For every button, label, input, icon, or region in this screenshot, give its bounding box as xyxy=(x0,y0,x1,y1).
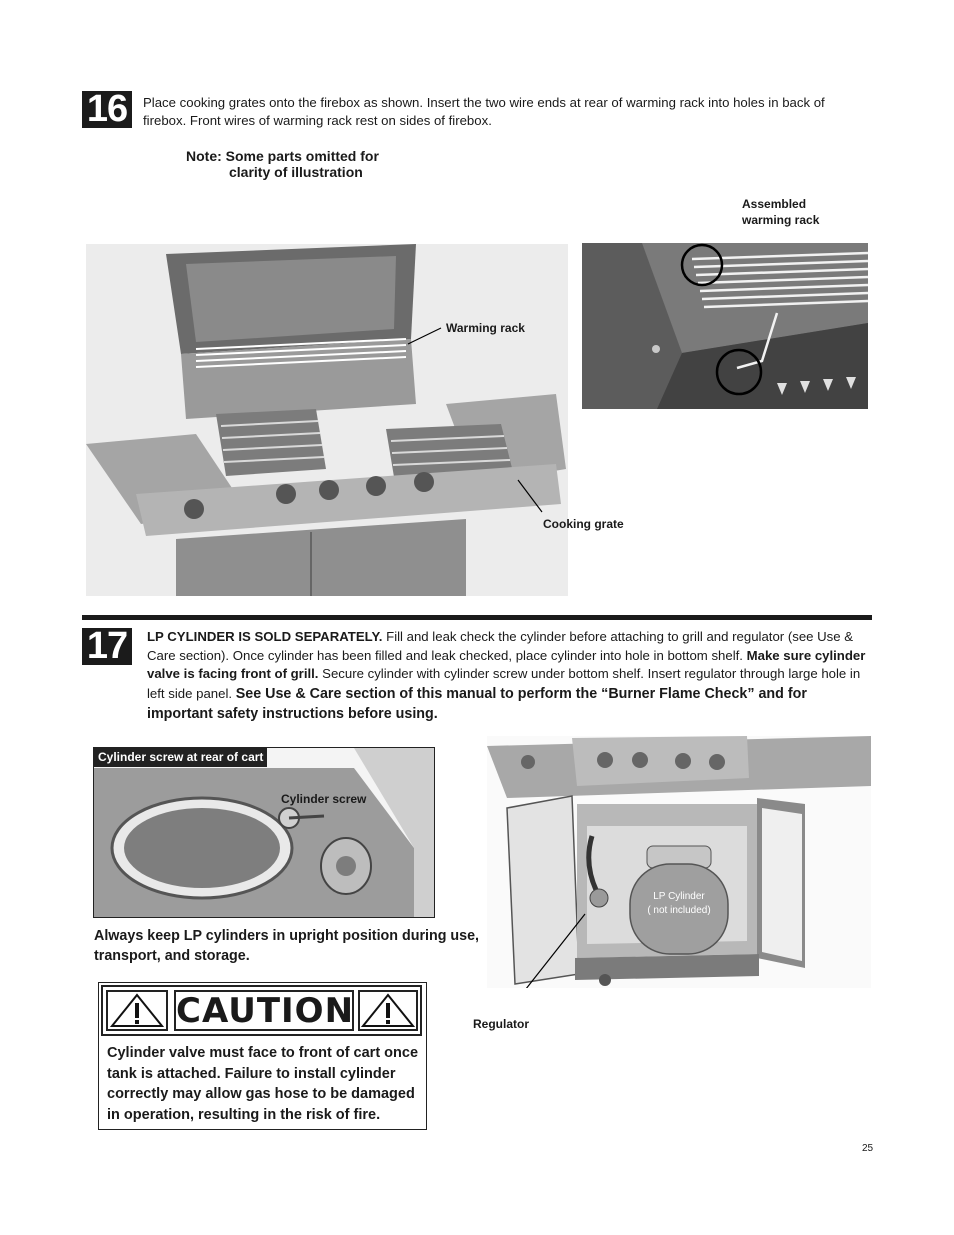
step-16-number: 16 xyxy=(82,90,132,128)
note-line-2: clarity of illustration xyxy=(229,164,363,180)
note-line-1: Note: Some parts omitted for xyxy=(186,148,379,164)
caution-icon-right xyxy=(358,990,418,1031)
assembled-label-line-2: warming rack xyxy=(742,213,820,227)
caution-icon-left xyxy=(106,990,168,1031)
step-17-text-2: Secure cylinder with cylinder screw unde… xyxy=(147,666,861,701)
step-17-text-1: Fill and leak check the cylinder before … xyxy=(147,629,854,663)
caution-title-frame: CAUTION xyxy=(174,990,354,1031)
warming-rack-label: Warming rack xyxy=(446,321,525,335)
page-number: 25 xyxy=(862,1143,874,1154)
section-divider xyxy=(82,615,872,620)
inset-header: Cylinder screw at rear of cart xyxy=(94,748,268,767)
step-17-bold-1: LP CYLINDER IS SOLD SEPARATELY. xyxy=(147,629,383,644)
regulator-label: Regulator xyxy=(473,1017,530,1031)
step-17-number: 17 xyxy=(82,627,132,665)
step-16-text: Place cooking grates onto the firebox as… xyxy=(143,95,825,128)
step-17-bold-3: See Use & Care section of this manual to… xyxy=(147,685,807,722)
caution-title: CAUTION xyxy=(176,991,355,1031)
caution-text: Cylinder valve must face to front of car… xyxy=(107,1045,419,1123)
step-17-text: LP CYLINDER IS SOLD SEPARATELY. Fill and… xyxy=(147,628,871,724)
assembled-label-line-1: Assembled xyxy=(742,197,807,211)
assembled-warming-rack-detail xyxy=(582,243,868,409)
upright-warning: Always keep LP cylinders in upright posi… xyxy=(94,928,480,964)
caution-box: CAUTION Cylinder valve must face to fron… xyxy=(98,982,427,1130)
grill-cart-cylinder-illustration: LP Cylinder ( not included) xyxy=(487,736,871,988)
cooking-grate-label: Cooking grate xyxy=(543,517,624,531)
caution-header: CAUTION xyxy=(101,985,422,1036)
lp-cylinder-label-2: ( not included) xyxy=(647,905,711,916)
cylinder-screw-label: Cylinder screw xyxy=(281,792,367,806)
step-17-bold-2: Make sure cylinder valve is facing front… xyxy=(147,647,866,682)
lp-cylinder-label-1: LP Cylinder xyxy=(653,891,705,902)
grill-warming-rack-illustration xyxy=(86,244,568,596)
cylinder-screw-inset: Cylinder screw at rear of cart Cylinder … xyxy=(93,747,435,918)
